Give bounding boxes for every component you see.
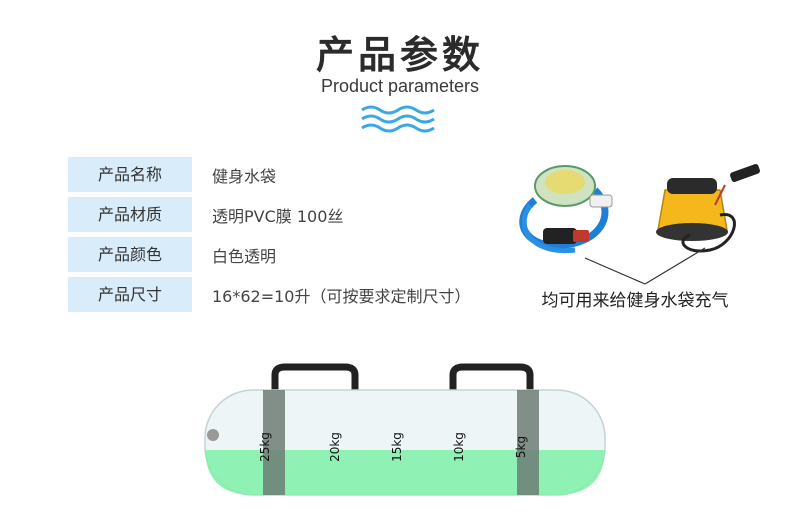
weight-label: 10kg [452, 432, 466, 462]
foot-pump-icon [519, 165, 613, 254]
spec-row-material: 产品材质 透明PVC膜 100丝 [68, 197, 488, 232]
spec-value: 健身水袋 [212, 166, 277, 186]
wave-icon [361, 105, 435, 133]
spec-label: 产品颜色 [68, 237, 192, 272]
page-title: 产品参数 [315, 33, 484, 77]
weight-label: 20kg [328, 432, 342, 462]
weight-label: 5kg [514, 436, 528, 458]
pump-caption: 均可用来给健身水袋充气 [541, 291, 729, 311]
spec-row-name: 产品名称 健身水袋 [68, 157, 488, 192]
weight-label: 25kg [258, 432, 272, 462]
spec-row-size: 产品尺寸 16*62=10升（可按要求定制尺寸） [68, 277, 488, 312]
hand-pump-icon [656, 178, 736, 253]
page-subtitle: Product parameters [320, 76, 480, 96]
spec-value: 透明PVC膜 100丝 [212, 206, 344, 226]
spec-label: 产品材质 [68, 197, 192, 232]
weight-label: 15kg [390, 432, 404, 462]
spec-value: 白色透明 [212, 246, 277, 266]
spec-row-color: 产品颜色 白色透明 [68, 237, 488, 272]
spec-value: 16*62=10升（可按要求定制尺寸） [212, 286, 471, 306]
spec-table: 产品名称 健身水袋 产品材质 透明PVC膜 100丝 产品颜色 白色透明 产品尺… [68, 157, 488, 317]
pump-illustration [519, 164, 760, 285]
spec-label: 产品名称 [68, 157, 192, 192]
spec-label: 产品尺寸 [68, 277, 192, 312]
water-bag-illustration: 25kg 20kg 15kg 10kg 5kg [204, 363, 606, 496]
nozzle-icon [714, 164, 760, 206]
